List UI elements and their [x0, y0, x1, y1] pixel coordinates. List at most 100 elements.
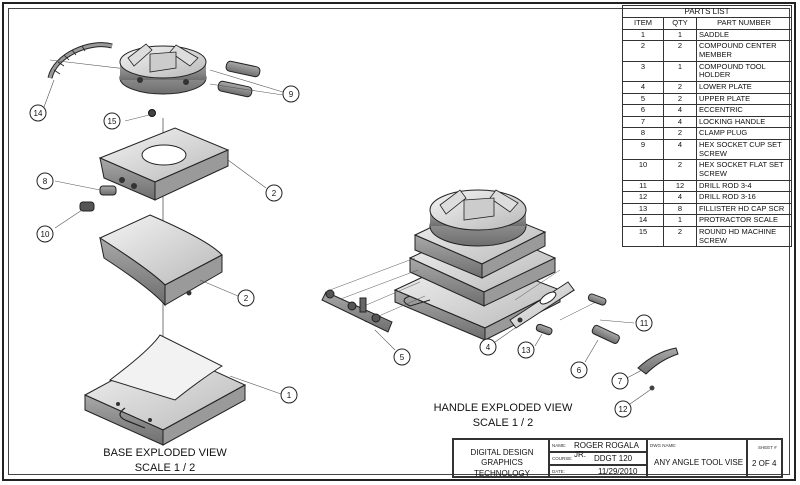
svg-text:1: 1 [287, 391, 292, 400]
vise-assembly-part [393, 189, 562, 341]
base-view-scale: SCALE 1 / 2 [134, 461, 196, 474]
compound-tool-holder-part [119, 43, 207, 95]
svg-text:14: 14 [34, 109, 43, 118]
parts-item: 10 [622, 159, 664, 181]
svg-text:11: 11 [640, 319, 649, 328]
svg-text:6: 6 [577, 366, 582, 375]
parts-item: 3 [622, 60, 664, 82]
parts-item: 15 [622, 226, 664, 248]
title-block-dwg-name: DWG NAME: ANY ANGLE TOOL VISE [647, 439, 747, 477]
svg-text:5: 5 [400, 353, 405, 362]
parts-part-number: SADDLE [696, 28, 792, 42]
parts-qty: 1 [663, 28, 697, 42]
balloon-4: 4 [479, 338, 497, 356]
header-part-number: PART NUMBER [696, 17, 792, 30]
balloon-2-upper: 2 [265, 184, 283, 202]
drill-rod-part [649, 385, 655, 391]
parts-item: 5 [622, 92, 664, 106]
svg-text:10: 10 [41, 230, 50, 239]
parts-part-number: COMPOUND TOOL HOLDER [696, 60, 792, 82]
parts-part-number: ECCENTRIC [696, 104, 792, 117]
parts-item: 8 [622, 127, 664, 141]
parts-part-number: LOWER PLATE [696, 80, 792, 94]
title-block: DIGITAL DESIGN GRAPHICS TECHNOLOGY NAME:… [452, 438, 783, 478]
title-block-school: DIGITAL DESIGN GRAPHICS TECHNOLOGY [453, 439, 549, 478]
title-block-name: NAME: ROGER ROGALA JR. [549, 439, 647, 459]
svg-text:12: 12 [619, 405, 628, 414]
balloon-8: 8 [36, 172, 54, 190]
svg-text:9: 9 [289, 90, 294, 99]
parts-item: 9 [622, 139, 664, 161]
handle-view-scale: SCALE 1 / 2 [472, 416, 534, 429]
parts-qty: 2 [663, 226, 697, 248]
parts-part-number: ROUND HD MACHINE SCREW [696, 226, 792, 248]
protractor-scale-part [47, 42, 113, 79]
machine-screw-part [148, 109, 156, 117]
svg-text:7: 7 [618, 377, 623, 386]
compound-center-member-upper-part [98, 127, 230, 201]
balloon-7: 7 [611, 372, 629, 390]
parts-qty: 2 [663, 159, 697, 181]
svg-text:8: 8 [43, 177, 48, 186]
drawing-name: ANY ANGLE TOOL VISE [654, 458, 744, 467]
header-qty: QTY [663, 17, 697, 30]
parts-item: 12 [622, 191, 664, 204]
parts-qty: 2 [663, 92, 697, 106]
svg-text:2: 2 [272, 189, 277, 198]
base-view-title: BASE EXPLODED VIEW [103, 447, 227, 459]
parts-qty: 2 [663, 40, 697, 62]
parts-part-number: DRILL ROD 3-4 [696, 179, 792, 193]
title-block-date: DATE: 11/29/2010 [549, 465, 647, 477]
compound-center-member-lower-part [98, 214, 223, 307]
parts-qty: 4 [663, 104, 697, 117]
svg-text:15: 15 [108, 117, 117, 126]
parts-part-number: PROTRACTOR SCALE [696, 214, 792, 228]
balloon-1: 1 [280, 386, 298, 404]
parts-qty: 8 [663, 202, 697, 216]
course-number: DDGT 120 [594, 454, 633, 463]
parts-part-number: UPPER PLATE [696, 92, 792, 106]
balloon-6: 6 [570, 361, 588, 379]
parts-part-number: LOCKING HANDLE [696, 115, 792, 129]
balloon-2-lower: 2 [237, 289, 255, 307]
parts-part-number: FILLISTER HD CAP SCR [696, 202, 792, 216]
school-line-2: GRAPHICS TECHNOLOGY [473, 458, 530, 478]
clamp-plug-part [99, 185, 117, 196]
title-block-sheet: SHEET # 2 OF 4 [747, 439, 782, 477]
title-block-course: COURSE: DDGT 120 [549, 452, 647, 465]
upper-plate-part [321, 289, 393, 333]
school-line-1: DIGITAL DESIGN [470, 448, 534, 457]
drawing-date: 11/29/2010 [598, 467, 638, 476]
parts-qty: 1 [663, 214, 697, 228]
parts-list-title: PARTS LIST [622, 4, 792, 19]
parts-item: 6 [622, 104, 664, 117]
parts-qty: 12 [663, 179, 697, 193]
sheet-number: 2 OF 4 [752, 459, 777, 468]
parts-item: 11 [622, 179, 664, 193]
parts-part-number: DRILL ROD 3-16 [696, 191, 792, 204]
fillister-cap-screw-part [535, 293, 607, 336]
svg-text:4: 4 [486, 343, 491, 352]
locking-handle-part [637, 347, 679, 375]
parts-part-number: CLAMP PLUG [696, 127, 792, 141]
parts-item: 4 [622, 80, 664, 94]
balloon-11: 11 [635, 314, 653, 332]
balloon-13: 13 [517, 341, 535, 359]
eccentric-part [591, 324, 620, 344]
parts-item: 1 [622, 28, 664, 42]
